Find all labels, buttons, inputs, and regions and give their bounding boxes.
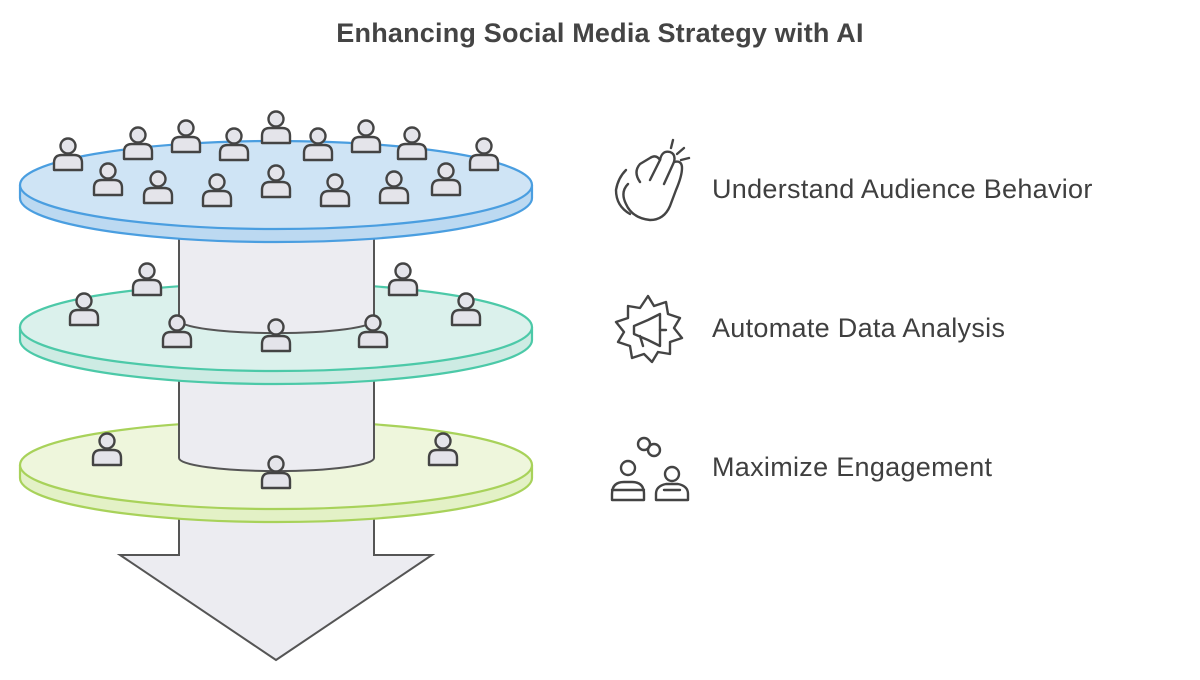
diagram-title: Enhancing Social Media Strategy with AI — [336, 18, 864, 48]
item-label-automate-analysis: Automate Data Analysis — [712, 313, 1006, 343]
item-label-understand-audience: Understand Audience Behavior — [712, 174, 1093, 204]
people-link-icon — [610, 436, 690, 502]
item-label-maximize-engagement: Maximize Engagement — [712, 452, 993, 482]
middle-layer-disc — [18, 281, 534, 386]
column-upper — [178, 231, 375, 335]
clapping-hands-icon — [614, 138, 691, 222]
gear-megaphone-icon — [614, 294, 684, 364]
down-arrow — [116, 510, 436, 662]
